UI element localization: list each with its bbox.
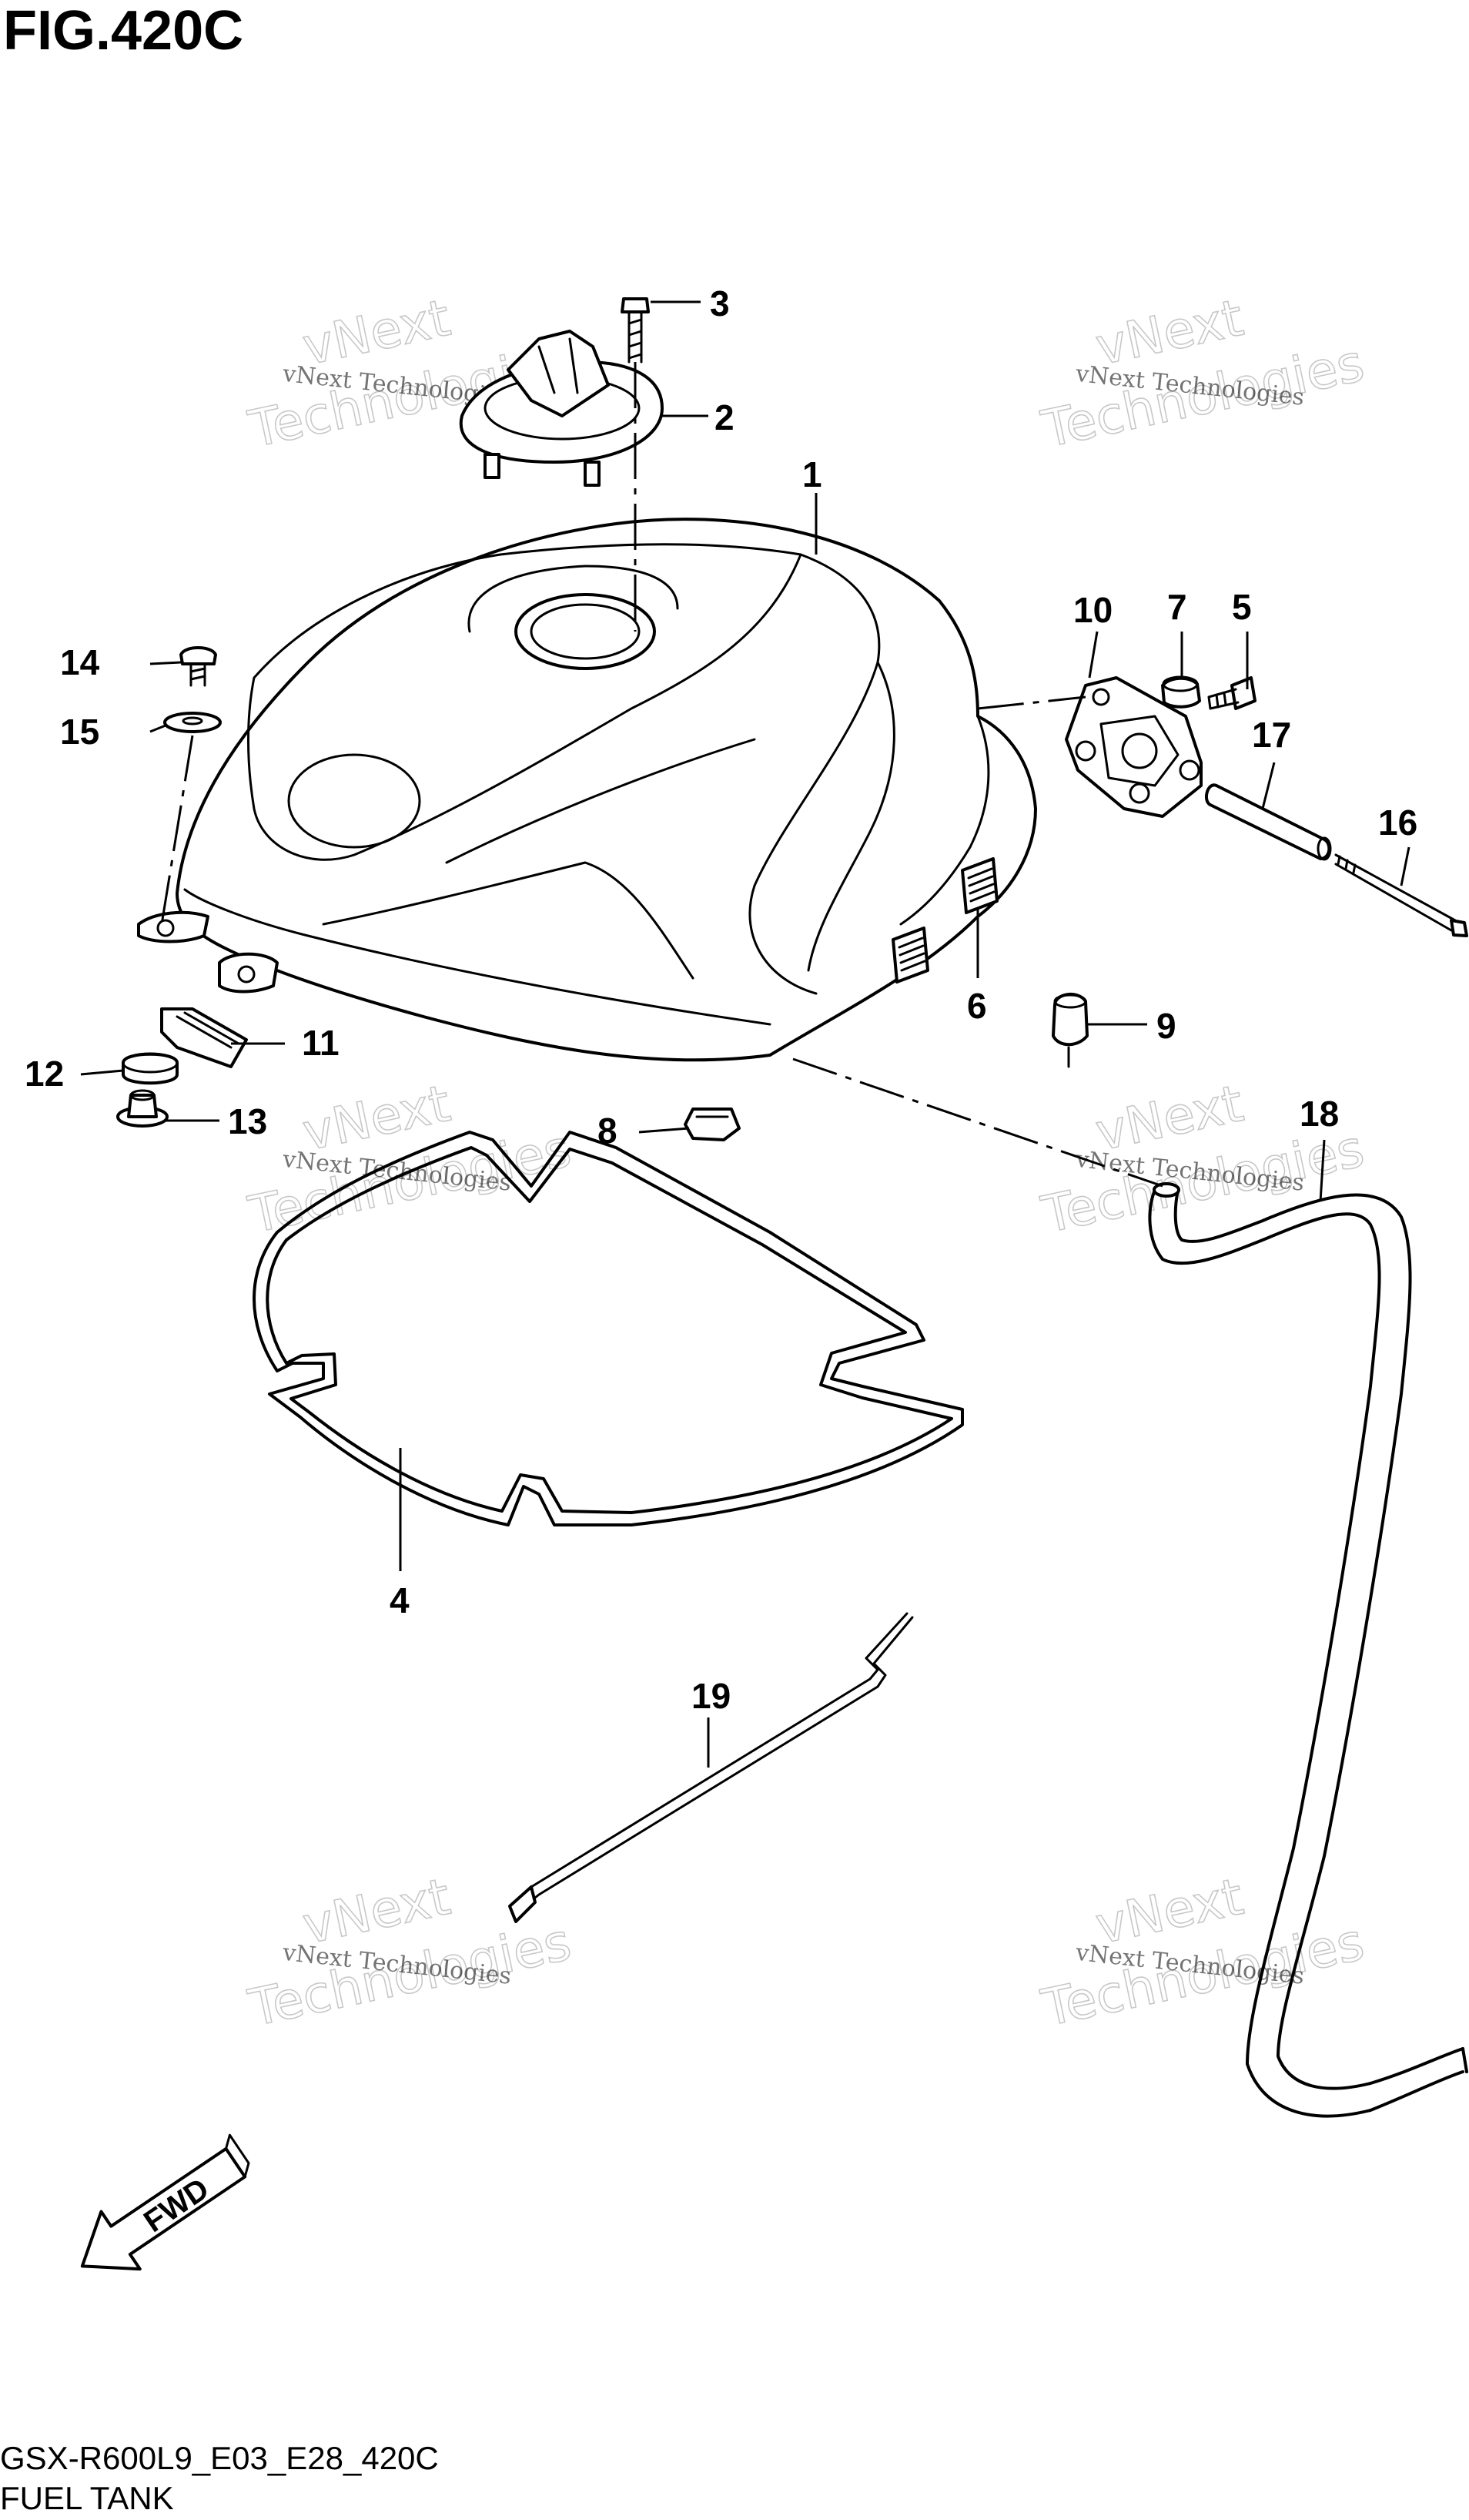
figure-code: GSX-R600L9_E03_E28_420C [0,2440,439,2476]
leader-lines [80,300,1410,1768]
callout-10: 10 [1073,590,1113,630]
callout-17: 17 [1252,715,1291,755]
callout-13: 13 [228,1101,267,1141]
callout-12: 12 [25,1054,64,1094]
bolt-part-14 [179,646,217,687]
tank-vent-grille [961,857,999,914]
callout-2: 2 [714,397,734,437]
tank-filler-opening [514,593,656,670]
figure-name: FUEL TANK [0,2480,174,2516]
tank-filler-ring [530,603,641,660]
grommet-part [122,1052,179,1085]
callout-8: 8 [597,1111,617,1151]
leader-dash [977,695,1086,710]
callout-11: 11 [302,1023,340,1063]
collar-part [1161,675,1201,709]
callout-9: 9 [1156,1006,1176,1046]
cushion-part [1052,993,1089,1068]
leader-dash [792,1057,1163,1188]
fuel-tank-part [137,518,1037,1062]
tank-bracket [218,952,279,994]
figure-title: FIG.420C [3,0,243,62]
fuel-hose-part [1148,1182,1468,2118]
watermark: Technologies vNext vNext Technologies [1036,287,1370,460]
callout-3: 3 [710,283,730,323]
callout-15: 15 [60,712,99,752]
tank-vent-grille [892,927,929,984]
long-bolt-part [1334,853,1468,937]
callout-6: 6 [967,986,987,1026]
tank-knee-recess [287,753,421,849]
tank-mount-bracket-part [1065,676,1203,818]
callout-14: 14 [60,642,100,682]
callout-4: 4 [390,1580,410,1620]
callout-labels: 1 2 3 4 5 6 7 8 9 10 11 12 13 14 15 16 1… [25,283,1417,1716]
tank-seal-part [253,1131,964,1526]
callout-18: 18 [1300,1094,1339,1134]
leader-dash [160,735,194,925]
watermark: Technologies vNext vNext Technologies [1036,1866,1370,2039]
callout-1: 1 [802,454,822,494]
fuel-cap-part [459,330,664,487]
damper-part [160,1007,248,1068]
forward-arrow-icon: FWD [80,2133,250,2271]
spacer-part [116,1089,169,1128]
callout-5: 5 [1232,587,1252,627]
callout-7: 7 [1167,587,1187,627]
wire-rod-part [508,1612,914,1923]
pipe-part [1204,783,1332,861]
bolt-part [1207,676,1257,710]
washer-part [163,712,222,733]
callout-19: 19 [691,1676,731,1716]
clip-part [684,1108,741,1141]
callout-16: 16 [1378,803,1417,843]
cap-screw-part [621,297,650,364]
